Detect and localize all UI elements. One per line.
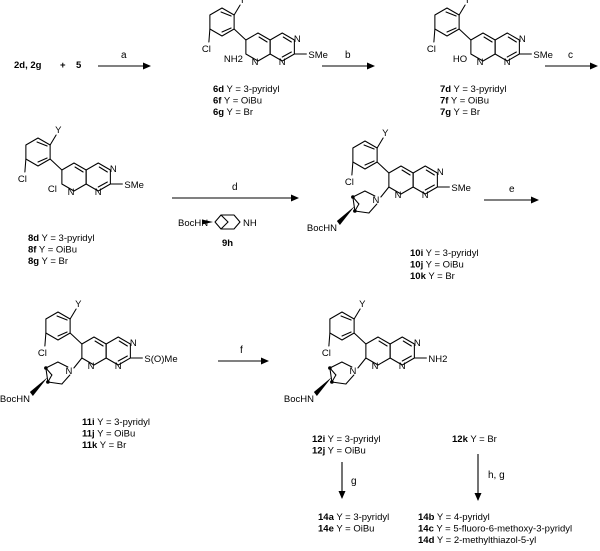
y-substituent: Y xyxy=(359,299,366,310)
amino-group: NH2 xyxy=(224,54,243,65)
compound-14b-labels: 14b Y = 4-pyridyl xyxy=(418,512,490,523)
ring-n: N xyxy=(372,361,379,372)
svg-text:f: f xyxy=(240,345,243,356)
c2-substituent: NH2 xyxy=(428,354,447,365)
svg-text:a: a xyxy=(121,50,127,61)
compound-6-labels: 6d Y = 3-pyridyl xyxy=(213,84,279,95)
compound-10-labels: 10i Y = 3-pyridyl xyxy=(410,248,479,259)
c2-substituent: SMe xyxy=(124,180,144,191)
compound-11-labels: 11k Y = Br xyxy=(82,440,126,451)
compound-7-labels: 7g Y = Br xyxy=(440,107,480,118)
compound-6-labels: 6g Y = Br xyxy=(213,107,253,118)
y-substituent: Y xyxy=(239,0,246,6)
svg-text:NH: NH xyxy=(243,218,257,229)
compound-12-labels: 12j Y = OiBu xyxy=(312,446,366,457)
ring-n: N xyxy=(252,57,259,68)
ring-n: N xyxy=(399,361,406,372)
svg-text:d: d xyxy=(232,182,238,193)
ring-n: N xyxy=(437,167,444,178)
chlorine: Cl xyxy=(345,177,354,188)
chloro-group: Cl xyxy=(48,184,57,195)
c2-substituent: SMe xyxy=(308,50,328,61)
ring-n: N xyxy=(95,187,102,198)
y-substituent: Y xyxy=(464,0,471,6)
svg-text:h, g: h, g xyxy=(488,470,505,481)
arrow-c: c xyxy=(545,50,598,70)
ring-n: N xyxy=(115,361,122,372)
compound-14b-labels: 14d Y = 2-methylthiazol-5-yl xyxy=(418,535,536,546)
ring-n: N xyxy=(110,164,117,175)
chlorine: Cl xyxy=(427,44,436,55)
reagent-9h-structure: BocHN NH 9h xyxy=(178,214,257,249)
c2-substituent: S(O)Me xyxy=(144,354,177,365)
pyrrolidine-n: N xyxy=(65,366,72,377)
reagent-5: 5 xyxy=(76,60,82,71)
compound-11-labels: 11j Y = OiBu xyxy=(82,429,135,440)
y-substituent: Y xyxy=(55,125,62,136)
y-substituent: Y xyxy=(75,299,82,310)
ring-n: N xyxy=(68,187,75,198)
compound-7-labels: 7d Y = 3-pyridyl xyxy=(440,84,506,95)
chlorine: Cl xyxy=(18,174,27,185)
ring-n: N xyxy=(294,34,301,45)
arrow-b: b xyxy=(322,50,375,70)
pyrrolidine-n: N xyxy=(349,366,356,377)
compound-6-labels: 6f Y = OiBu xyxy=(213,96,262,107)
ring-n: N xyxy=(395,190,402,201)
c2-substituent: SMe xyxy=(451,183,471,194)
arrow-d: d xyxy=(172,182,299,202)
ring-n: N xyxy=(130,338,137,349)
arrow-g: g xyxy=(338,462,357,499)
c2-substituent: SMe xyxy=(533,50,553,61)
compound-10-labels: 10k Y = Br xyxy=(410,271,455,282)
arrow-hg: h, g xyxy=(474,454,505,501)
arrow-f: f xyxy=(218,345,269,365)
chlorine: Cl xyxy=(38,348,47,359)
svg-text:9h: 9h xyxy=(222,238,233,249)
ring-n: N xyxy=(519,34,526,45)
compound-7-labels: 7f Y = OiBu xyxy=(440,96,489,107)
start-materials: 2d, 2g xyxy=(14,60,42,71)
pyrrolidine-n: N xyxy=(372,195,379,206)
compound-14b-labels: 14c Y = 5-fluoro-6-methoxy-3-pyridyl xyxy=(418,524,572,535)
ring-n: N xyxy=(504,57,511,68)
chlorine: Cl xyxy=(202,44,211,55)
bochn-group: BocHN xyxy=(0,394,30,405)
plus-sign: + xyxy=(60,60,66,71)
compound-14a-labels: 14e Y = OiBu xyxy=(318,524,374,535)
bochn-group: BocHN xyxy=(284,394,314,405)
ring-n: N xyxy=(88,361,95,372)
arrow-a: a xyxy=(98,50,151,70)
svg-text:b: b xyxy=(345,50,351,61)
compound-10-labels: 10j Y = OiBu xyxy=(410,260,464,271)
compound-11-labels: 11i Y = 3-pyridyl xyxy=(82,417,150,428)
svg-text:c: c xyxy=(568,50,573,61)
compound-12k-labels: 12k Y = Br xyxy=(452,434,497,445)
ring-n: N xyxy=(422,190,429,201)
compound-14a-labels: 14a Y = 3-pyridyl xyxy=(318,512,389,523)
bochn-group: BocHN xyxy=(307,223,337,234)
chlorine: Cl xyxy=(322,348,331,359)
compound-8-labels: 8g Y = Br xyxy=(28,256,68,267)
compound-8-labels: 8f Y = OiBu xyxy=(28,245,77,256)
svg-text:g: g xyxy=(351,476,357,487)
ring-n: N xyxy=(414,338,421,349)
svg-text:e: e xyxy=(509,184,515,195)
hydroxy-group: HO xyxy=(453,54,467,65)
compound-8-labels: 8d Y = 3-pyridyl xyxy=(28,233,94,244)
compound-12-labels: 12i Y = 3-pyridyl xyxy=(312,434,381,445)
ring-n: N xyxy=(279,57,286,68)
y-substituent: Y xyxy=(382,128,389,139)
ring-n: N xyxy=(477,57,484,68)
arrow-e: e xyxy=(484,184,539,204)
svg-text:BocHN: BocHN xyxy=(178,218,208,229)
